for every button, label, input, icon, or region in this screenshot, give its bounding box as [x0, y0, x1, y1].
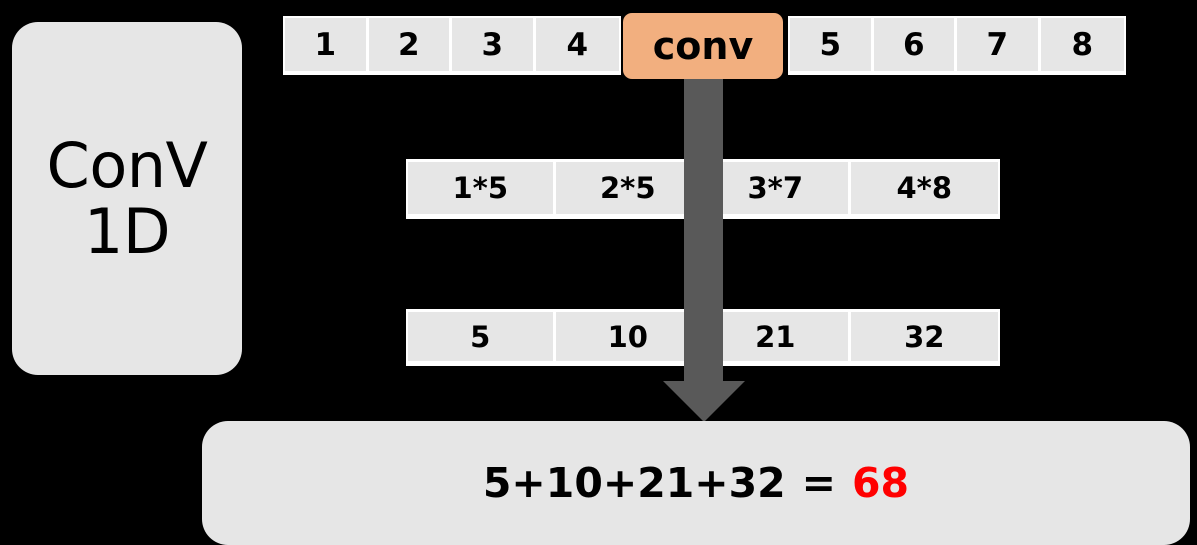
- down-arrow-shaft-icon: [684, 72, 723, 385]
- input-left-cell-2: 2: [368, 18, 452, 71]
- summation-result: 68: [852, 459, 910, 507]
- input-right-cell-4: 8: [1040, 18, 1124, 71]
- input-right-cell-2: 6: [873, 18, 957, 71]
- summation-equation: 5+10+21+32 = 68: [483, 459, 909, 507]
- conv1d-label-panel: ConV 1D: [12, 22, 242, 375]
- result-cell-4: 32: [850, 312, 998, 361]
- conv-operator-block: conv: [623, 13, 783, 79]
- product-cell-2: 2*5: [555, 162, 703, 214]
- summation-expression: 5+10+21+32: [482, 459, 786, 507]
- input-sequence-right: 5 6 7 8: [788, 16, 1126, 75]
- summation-panel: 5+10+21+32 = 68: [202, 421, 1190, 545]
- conv1d-label-line-1: ConV: [46, 128, 208, 202]
- equals-sign: =: [801, 459, 837, 507]
- result-cell-3: 21: [703, 312, 851, 361]
- input-sequence-left: 1 2 3 4: [283, 16, 621, 75]
- input-right-cell-1: 5: [790, 18, 874, 71]
- down-arrow-head-icon: [663, 381, 745, 422]
- input-left-cell-3: 3: [452, 18, 536, 71]
- result-cell-1: 5: [408, 312, 556, 361]
- input-right-cell-3: 7: [957, 18, 1041, 71]
- product-cell-4: 4*8: [850, 162, 998, 214]
- product-cell-3: 3*7: [703, 162, 851, 214]
- product-cell-1: 1*5: [408, 162, 556, 214]
- input-left-cell-1: 1: [285, 18, 369, 71]
- input-left-cell-4: 4: [535, 18, 619, 71]
- result-cell-2: 10: [555, 312, 703, 361]
- conv1d-label-line-2: 1D: [83, 194, 171, 268]
